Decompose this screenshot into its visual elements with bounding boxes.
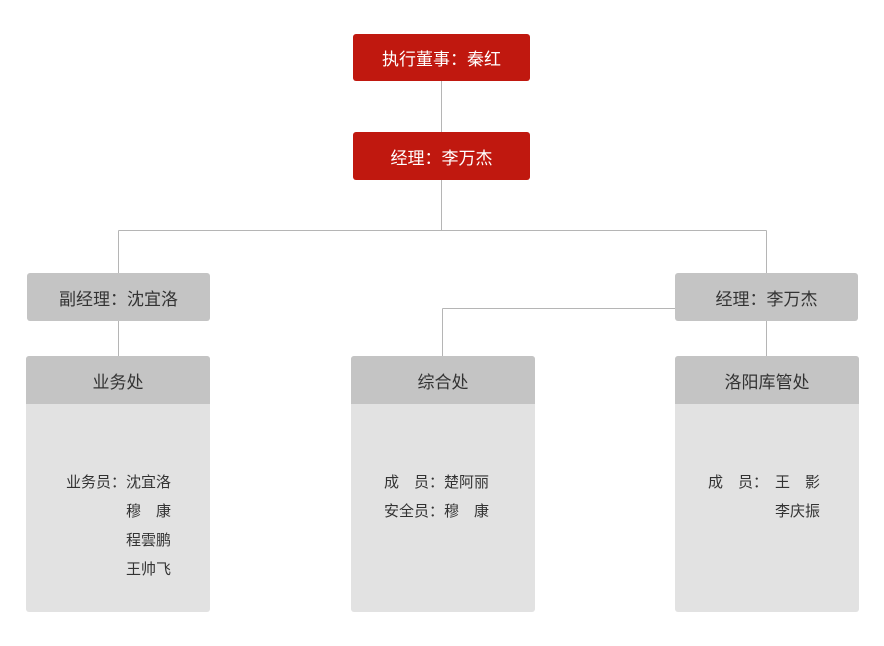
member-name: 穆 康 — [126, 502, 172, 520]
department-panel-luoyang-warehouse: 洛阳库管处 成 员： 王 影 李庆振 — [675, 356, 859, 612]
member-role: 成 员： — [383, 473, 444, 491]
department-panel-general: 综合处 成 员： 楚阿丽 安全员： 穆 康 — [351, 356, 535, 612]
member-row: 安全员： 穆 康 — [351, 500, 535, 522]
member-name: 沈宜洛 — [126, 473, 172, 491]
executive-director-label: 执行董事：秦红 — [382, 50, 501, 70]
member-row: 穆 康 — [26, 500, 210, 522]
department-title: 综合处 — [351, 356, 535, 404]
manager-right-node: 经理：李万杰 — [675, 273, 858, 321]
member-role: 成 员： — [707, 473, 768, 491]
member-role: 业务员： — [65, 473, 126, 491]
department-title: 洛阳库管处 — [675, 356, 859, 404]
member-name: 程雲鹏 — [126, 531, 172, 549]
member-row: 成 员： 王 影 — [675, 471, 859, 493]
member-row: 李庆振 — [675, 500, 859, 522]
member-name: 王帅飞 — [126, 560, 172, 578]
member-name: 穆 康 — [444, 502, 490, 520]
member-row: 程雲鹏 — [26, 529, 210, 551]
department-panel-business: 业务处 业务员： 沈宜洛 穆 康 程雲鹏 王帅飞 — [26, 356, 210, 612]
member-role: 安全员： — [383, 502, 444, 520]
member-name: 楚阿丽 — [444, 473, 490, 491]
manager-top-label: 经理：李万杰 — [390, 148, 493, 169]
department-title: 业务处 — [26, 356, 210, 404]
executive-director-node: 执行董事：秦红 — [353, 34, 530, 81]
member-row: 业务员： 沈宜洛 — [26, 471, 210, 493]
member-name: 王 影 — [775, 473, 821, 491]
member-name: 李庆振 — [775, 502, 821, 520]
deputy-manager-node: 副经理：沈宜洛 — [27, 273, 210, 321]
member-row: 成 员： 楚阿丽 — [351, 471, 535, 493]
manager-right-label: 经理：李万杰 — [715, 289, 818, 310]
member-row: 王帅飞 — [26, 558, 210, 580]
deputy-manager-label: 副经理：沈宜洛 — [59, 289, 178, 310]
manager-top-node: 经理：李万杰 — [353, 132, 530, 180]
